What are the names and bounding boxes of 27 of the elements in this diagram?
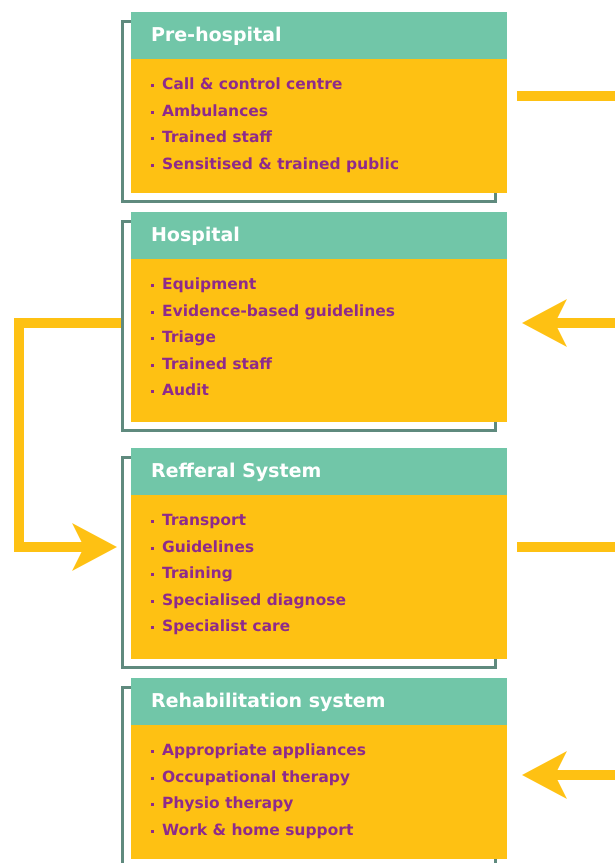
list-item: Audit: [151, 377, 209, 404]
list-item: Ambulances: [151, 98, 268, 124]
list-item: Specialised diagnose: [151, 586, 346, 614]
list-item: Physio therapy: [151, 790, 294, 817]
card-heading: Refferal System: [131, 448, 507, 495]
list-item: Work & home support: [151, 816, 354, 844]
list-item: Occupational therapy: [151, 764, 350, 790]
arrow: [14, 318, 121, 571]
list-item: Specialist care: [151, 613, 290, 640]
list-item: Evidence-based guidelines: [151, 298, 396, 324]
connector-line: [517, 91, 615, 101]
list-item: Trained staff: [151, 124, 272, 151]
list-item: Transport: [151, 507, 246, 534]
list-item: Trained staff: [151, 350, 272, 378]
card-heading: Hospital: [131, 212, 507, 259]
connector-line: [517, 542, 615, 552]
arrow: [522, 751, 615, 799]
list-item: Equipment: [151, 271, 256, 298]
card-heading: Rehabilitation system: [131, 678, 507, 725]
card-heading: Pre-hospital: [131, 12, 507, 59]
arrow: [522, 299, 615, 347]
list-item: Sensitised & trained public: [151, 150, 400, 178]
list-item: Guidelines: [151, 534, 254, 560]
list-item: Training: [151, 560, 233, 587]
list-item: Call & control centre: [151, 71, 342, 98]
list-item: Triage: [151, 324, 216, 351]
list-item: Appropriate appliances: [151, 737, 366, 764]
